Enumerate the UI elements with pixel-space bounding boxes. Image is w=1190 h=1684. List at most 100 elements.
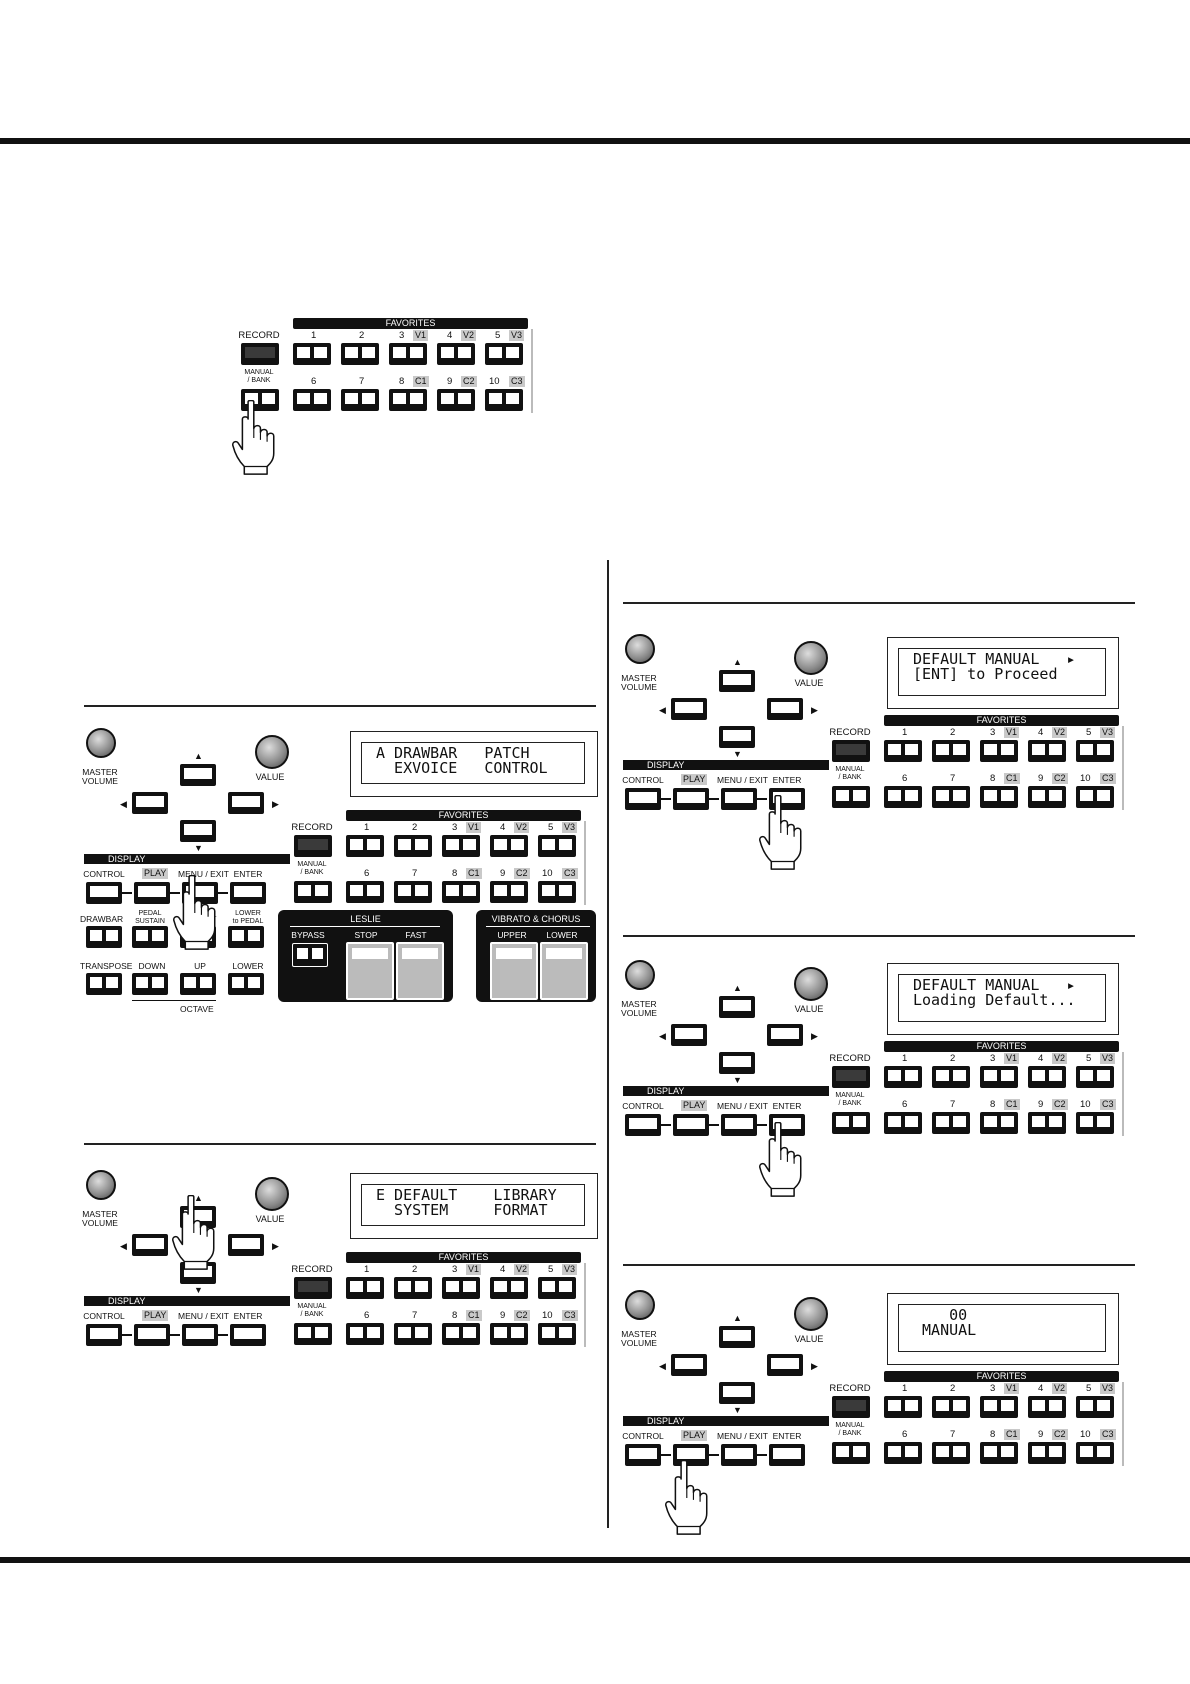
lp1-fav-7-button[interactable]	[394, 881, 432, 903]
lp2-right-button[interactable]	[228, 1234, 264, 1256]
lp1-drawbar-button[interactable]	[86, 926, 122, 948]
rp1-fav-8-button[interactable]	[980, 786, 1018, 808]
rp2-fav-5-button[interactable]	[1076, 1066, 1114, 1088]
lp2-fav-5-button[interactable]	[538, 1277, 576, 1299]
rp2-control-button[interactable]	[625, 1114, 661, 1136]
lp2-menu-exit-button[interactable]	[182, 1324, 218, 1346]
rp3-right-button[interactable]	[767, 1354, 803, 1376]
top-fav-10-button[interactable]	[485, 389, 523, 411]
rp3-master-volume-knob[interactable]	[625, 1290, 655, 1320]
rp1-up-button[interactable]	[719, 670, 755, 692]
top-fav-7-button[interactable]	[341, 389, 379, 411]
lp1-right-button[interactable]	[228, 792, 264, 814]
rp2-fav-8-button[interactable]	[980, 1112, 1018, 1134]
rp1-master-volume-knob[interactable]	[625, 634, 655, 664]
lp1-manual-bank-button[interactable]	[294, 881, 332, 903]
rp2-fav-10-button[interactable]	[1076, 1112, 1114, 1134]
rp2-value-knob[interactable]	[794, 967, 828, 1001]
lp1-master-volume-knob[interactable]	[86, 728, 116, 758]
lp1-down-button[interactable]	[180, 820, 216, 842]
rp3-menu-exit-button[interactable]	[721, 1444, 757, 1466]
rp3-fav-8-button[interactable]	[980, 1442, 1018, 1464]
rp2-fav-3-button[interactable]	[980, 1066, 1018, 1088]
lp1-fav-2-button[interactable]	[394, 835, 432, 857]
lp1-down-button[interactable]	[132, 973, 168, 995]
top-fav-8-button[interactable]	[389, 389, 427, 411]
lp1-record-button[interactable]	[294, 835, 332, 857]
rp2-up-button[interactable]	[719, 996, 755, 1018]
lp2-master-volume-knob[interactable]	[86, 1170, 116, 1200]
rp1-fav-6-button[interactable]	[884, 786, 922, 808]
lp2-fav-3-button[interactable]	[442, 1277, 480, 1299]
rp3-control-button[interactable]	[625, 1444, 661, 1466]
top-fav-6-button[interactable]	[293, 389, 331, 411]
rp1-fav-1-button[interactable]	[884, 740, 922, 762]
lp2-fav-6-button[interactable]	[346, 1323, 384, 1345]
lp1-lower-octave-button[interactable]	[228, 973, 264, 995]
lp2-fav-8-button[interactable]	[442, 1323, 480, 1345]
rp2-master-volume-knob[interactable]	[625, 960, 655, 990]
top-fav-4-button[interactable]	[437, 343, 475, 365]
lp2-fav-7-button[interactable]	[394, 1323, 432, 1345]
rp2-play-button[interactable]	[673, 1114, 709, 1136]
lp2-fav-1-button[interactable]	[346, 1277, 384, 1299]
rp1-fav-3-button[interactable]	[980, 740, 1018, 762]
rp1-play-button[interactable]	[673, 788, 709, 810]
lp1-fast-paddle[interactable]	[396, 942, 444, 1000]
lp2-fav-10-button[interactable]	[538, 1323, 576, 1345]
rp2-fav-9-button[interactable]	[1028, 1112, 1066, 1134]
rp2-menu-exit-button[interactable]	[721, 1114, 757, 1136]
rp3-fav-6-button[interactable]	[884, 1442, 922, 1464]
rp1-fav-2-button[interactable]	[932, 740, 970, 762]
rp2-right-button[interactable]	[767, 1024, 803, 1046]
lp1-fav-4-button[interactable]	[490, 835, 528, 857]
rp1-control-button[interactable]	[625, 788, 661, 810]
rp2-fav-1-button[interactable]	[884, 1066, 922, 1088]
lp1-up-octave-button[interactable]	[180, 973, 216, 995]
rp3-fav-4-button[interactable]	[1028, 1396, 1066, 1418]
lp1-fav-3-button[interactable]	[442, 835, 480, 857]
rp2-down-button[interactable]	[719, 1052, 755, 1074]
lp1-up-button[interactable]	[180, 764, 216, 786]
rp3-fav-5-button[interactable]	[1076, 1396, 1114, 1418]
rp3-up-button[interactable]	[719, 1326, 755, 1348]
top-record-button[interactable]	[241, 343, 279, 365]
lp1-fav-9-button[interactable]	[490, 881, 528, 903]
lp2-fav-2-button[interactable]	[394, 1277, 432, 1299]
top-fav-1-button[interactable]	[293, 343, 331, 365]
lp1-play-button[interactable]	[134, 882, 170, 904]
lp1-control-button[interactable]	[86, 882, 122, 904]
lp2-enter-button[interactable]	[230, 1324, 266, 1346]
rp1-fav-9-button[interactable]	[1028, 786, 1066, 808]
lp2-manual-bank-button[interactable]	[294, 1323, 332, 1345]
rp2-fav-4-button[interactable]	[1028, 1066, 1066, 1088]
lp2-left-button[interactable]	[132, 1234, 168, 1256]
top-fav-5-button[interactable]	[485, 343, 523, 365]
lp1-lower-to-pedal-button[interactable]	[228, 926, 264, 948]
rp2-fav-2-button[interactable]	[932, 1066, 970, 1088]
lp1-pedal-sustain-button[interactable]	[132, 926, 168, 948]
rp2-fav-7-button[interactable]	[932, 1112, 970, 1134]
rp1-down-button[interactable]	[719, 726, 755, 748]
rp1-fav-5-button[interactable]	[1076, 740, 1114, 762]
top-fav-9-button[interactable]	[437, 389, 475, 411]
lp2-value-knob[interactable]	[255, 1177, 289, 1211]
rp1-fav-10-button[interactable]	[1076, 786, 1114, 808]
rp3-fav-10-button[interactable]	[1076, 1442, 1114, 1464]
lp1-upper-paddle[interactable]	[490, 942, 538, 1000]
rp3-fav-9-button[interactable]	[1028, 1442, 1066, 1464]
lp1-left-button[interactable]	[132, 792, 168, 814]
lp2-control-button[interactable]	[86, 1324, 122, 1346]
lp1-fav-8-button[interactable]	[442, 881, 480, 903]
rp3-fav-3-button[interactable]	[980, 1396, 1018, 1418]
rp1-manual-bank-button[interactable]	[832, 786, 870, 808]
rp3-value-knob[interactable]	[794, 1297, 828, 1331]
lp1-fav-1-button[interactable]	[346, 835, 384, 857]
lp1-value-knob[interactable]	[255, 735, 289, 769]
lp2-record-button[interactable]	[294, 1277, 332, 1299]
rp3-enter-button[interactable]	[769, 1444, 805, 1466]
lp2-fav-9-button[interactable]	[490, 1323, 528, 1345]
rp1-record-button[interactable]	[832, 740, 870, 762]
rp3-fav-7-button[interactable]	[932, 1442, 970, 1464]
rp3-down-button[interactable]	[719, 1382, 755, 1404]
